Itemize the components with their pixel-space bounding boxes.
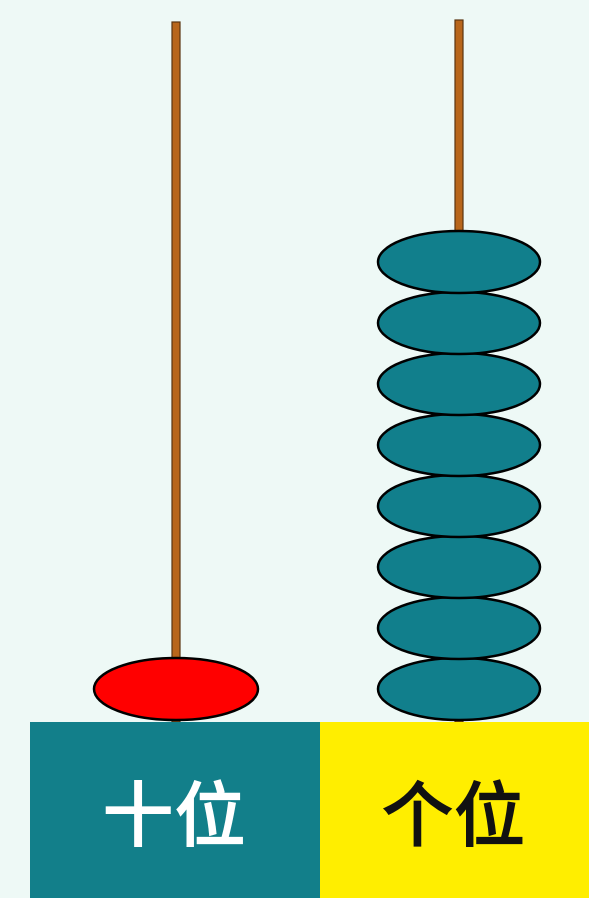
ones-bead (378, 292, 540, 354)
ones-bead (378, 414, 540, 476)
ones-bead (378, 658, 540, 720)
tens-rod (172, 22, 180, 722)
tens-bead (94, 658, 258, 720)
tens-place-label-text: 十位 (103, 760, 247, 861)
ones-column (378, 20, 540, 722)
ones-bead (378, 597, 540, 659)
tens-column (94, 22, 258, 722)
ones-bead (378, 536, 540, 598)
ones-bead (378, 231, 540, 293)
tens-place-label: 十位 (30, 722, 322, 898)
ones-place-label: 个位 (320, 722, 589, 898)
ones-place-label-text: 个位 (383, 760, 527, 861)
ones-bead (378, 475, 540, 537)
ones-bead (378, 353, 540, 415)
